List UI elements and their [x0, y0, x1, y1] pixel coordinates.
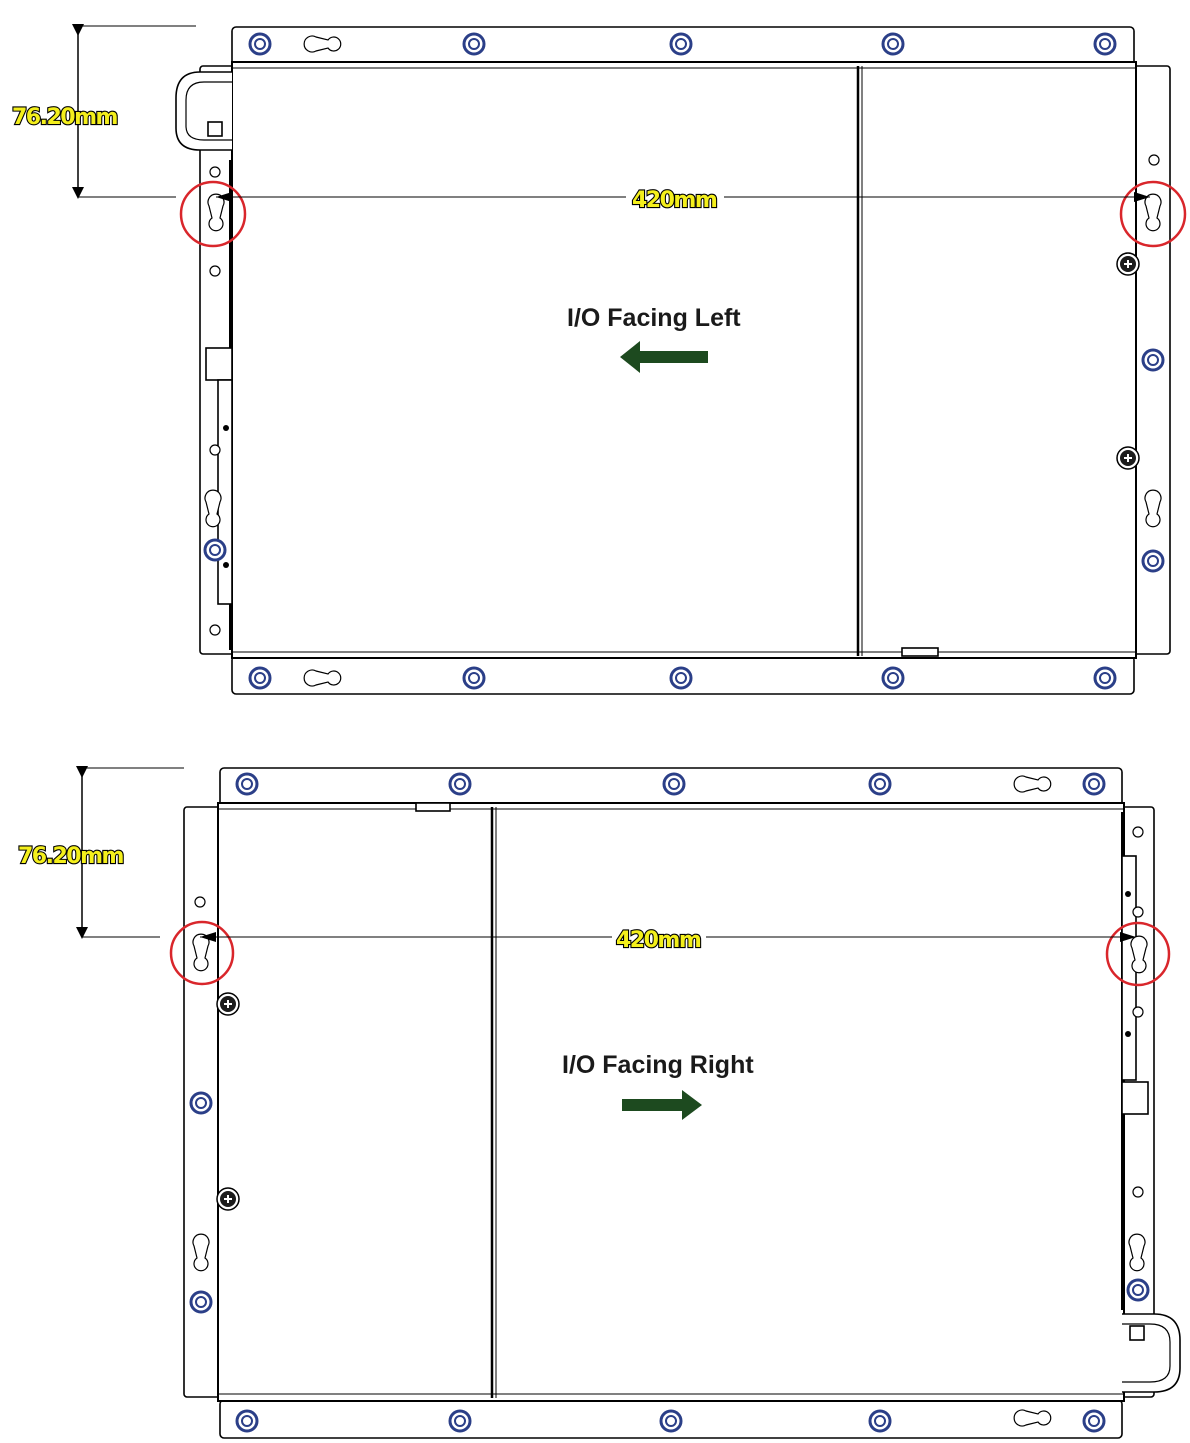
- mount-hole-highlight: [169, 920, 235, 986]
- bolt-icon: [1116, 252, 1140, 276]
- keyhole-icon: [192, 1233, 210, 1272]
- bolt-icon: [216, 1187, 240, 1211]
- screw-icon: [448, 1409, 472, 1433]
- screw-icon: [203, 538, 227, 562]
- screw-icon: [868, 772, 892, 796]
- screw-icon: [235, 1409, 259, 1433]
- height-dimension-label: 76.20mm: [18, 844, 124, 869]
- screw-icon: [868, 1409, 892, 1433]
- screw-icon: [462, 32, 486, 56]
- screw-icon: [1082, 772, 1106, 796]
- keyhole-icon: [303, 669, 342, 687]
- mount-hole-highlight: [179, 180, 247, 248]
- io-direction-label: I/O Facing Left: [567, 304, 741, 332]
- keyhole-icon: [204, 489, 222, 528]
- width-dimension-label: 420mm: [616, 928, 701, 953]
- screw-icon: [1141, 348, 1165, 372]
- screw-icon: [881, 666, 905, 690]
- width-dimension-label: 420mm: [632, 188, 717, 213]
- keyhole-icon: [1144, 489, 1162, 528]
- screw-icon: [1093, 666, 1117, 690]
- keyhole-icon: [192, 933, 210, 972]
- screw-icon: [1126, 1278, 1150, 1302]
- mount-hole-highlight: [1119, 180, 1187, 248]
- diagram-io-left: 76.20mm 420mm I/O Facing Left: [11, 24, 1187, 695]
- arrow-right-icon: [622, 1090, 702, 1120]
- screw-icon: [462, 666, 486, 690]
- left-rail: [217, 379, 233, 605]
- right-latch: [1121, 1081, 1149, 1115]
- screw-icon: [1082, 1409, 1106, 1433]
- screw-icon: [1141, 549, 1165, 573]
- screw-icon: [881, 32, 905, 56]
- screw-icon: [189, 1091, 213, 1115]
- keyhole-icon: [303, 35, 342, 53]
- keyhole-icon: [1013, 1409, 1052, 1427]
- keyhole-icon: [1130, 935, 1148, 974]
- height-dimension-label: 76.20mm: [12, 105, 118, 130]
- handle: [175, 71, 232, 151]
- keyhole-icon: [1128, 1233, 1146, 1272]
- arrow-left-icon: [620, 341, 708, 373]
- bolt-icon: [1116, 446, 1140, 470]
- mount-hole-highlight: [1105, 921, 1171, 987]
- screw-icon: [248, 32, 272, 56]
- screw-icon: [235, 772, 259, 796]
- screw-icon: [659, 1409, 683, 1433]
- screw-icon: [669, 32, 693, 56]
- keyhole-icon: [207, 193, 225, 232]
- bolt-icon: [216, 992, 240, 1016]
- diagram-io-right: 76.20mm 420mm I/O Facing Right: [17, 766, 1181, 1439]
- screw-icon: [189, 1290, 213, 1314]
- left-latch: [205, 347, 233, 381]
- screw-icon: [662, 772, 686, 796]
- screw-icon: [248, 666, 272, 690]
- io-direction-label: I/O Facing Right: [562, 1051, 754, 1079]
- keyhole-icon: [1013, 775, 1052, 793]
- screw-icon: [1093, 32, 1117, 56]
- keyhole-icon: [1144, 193, 1162, 232]
- screw-icon: [669, 666, 693, 690]
- screw-icon: [448, 772, 472, 796]
